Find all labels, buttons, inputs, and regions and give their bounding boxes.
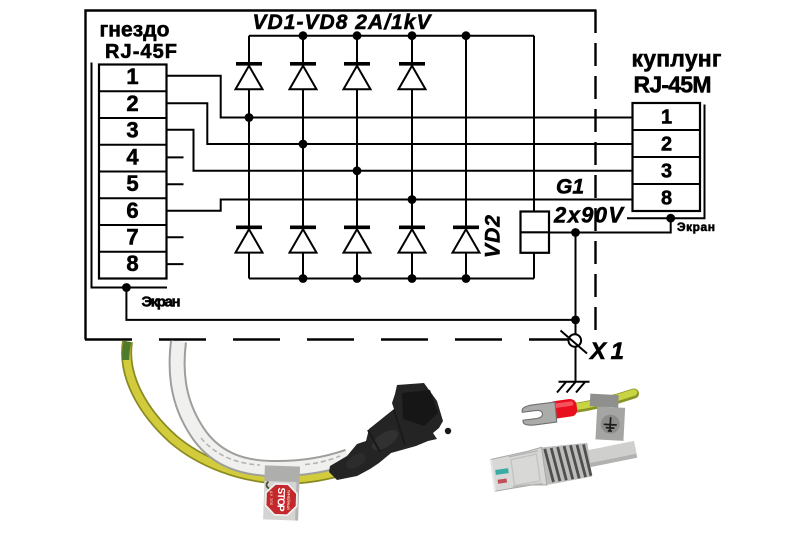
svg-text:до 100: до 100 — [269, 491, 273, 505]
svg-text:VD1-VD8 2A/1kV: VD1-VD8 2A/1kV — [253, 11, 433, 34]
svg-text:STOP: STOP — [274, 487, 286, 512]
svg-text:6: 6 — [126, 198, 138, 223]
svg-text:G1: G1 — [556, 176, 584, 199]
svg-text:1: 1 — [126, 64, 138, 89]
svg-text:ЛИНЕЙНЫЙ: ЛИНЕЙНЫЙ — [286, 490, 291, 511]
svg-text:7: 7 — [126, 225, 138, 250]
svg-text:8: 8 — [126, 251, 138, 276]
svg-text:X1: X1 — [588, 338, 624, 365]
svg-text:Экран: Экран — [142, 294, 181, 311]
svg-text:RJ-45F: RJ-45F — [105, 41, 177, 63]
svg-text:2: 2 — [126, 91, 138, 116]
svg-text:5: 5 — [126, 171, 138, 196]
svg-text:гнездо: гнездо — [100, 19, 170, 42]
svg-text:VD2: VD2 — [482, 215, 505, 258]
svg-text:8: 8 — [661, 188, 672, 210]
svg-text:1: 1 — [661, 107, 672, 129]
svg-text:2: 2 — [661, 134, 672, 156]
svg-text:куплунг: куплунг — [632, 46, 722, 72]
svg-text:3: 3 — [126, 118, 138, 143]
svg-text:RJ-45M: RJ-45M — [634, 72, 712, 98]
svg-text:Экран: Экран — [677, 220, 715, 234]
svg-text:4: 4 — [126, 144, 139, 169]
svg-text:3: 3 — [661, 161, 672, 183]
svg-text:2x90V: 2x90V — [553, 203, 625, 228]
